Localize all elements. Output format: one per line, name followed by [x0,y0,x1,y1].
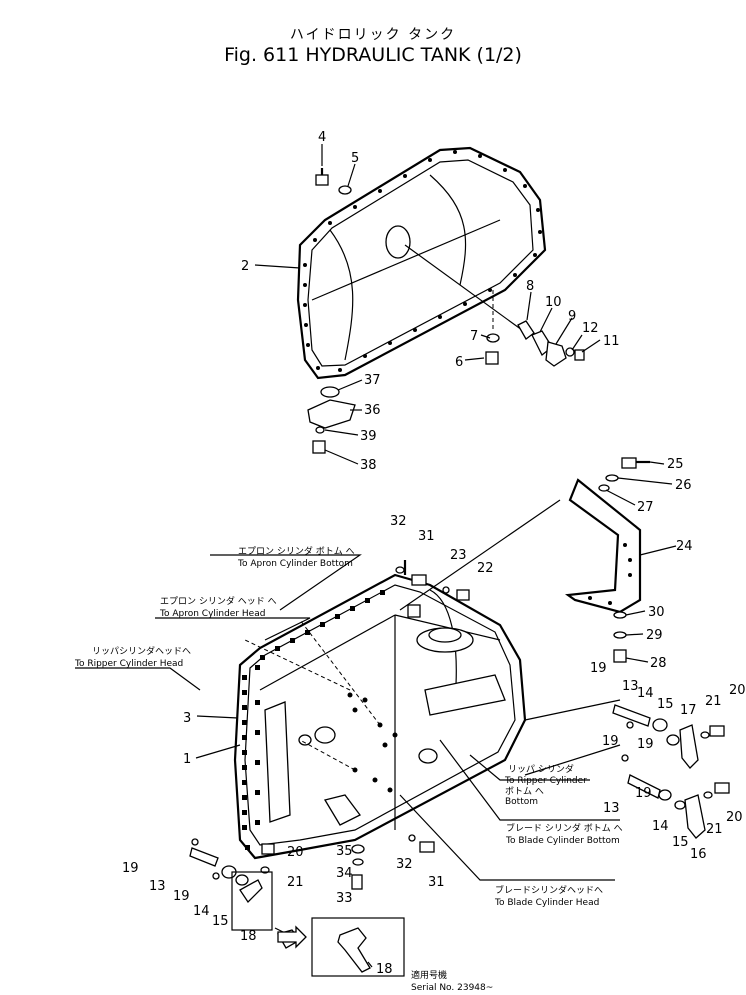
part-label: 13 [622,679,639,694]
part-label: 1 [183,752,191,767]
part-label: 20 [287,845,304,860]
bracket-drawing [399,478,642,614]
part-label: 24 [676,539,693,554]
callout-blade-head-jp: ブレードシリンダヘッドへ [495,884,603,896]
part-label: 15 [212,914,229,929]
part-label: 32 [396,857,413,872]
part-label: 19 [590,661,607,676]
callout-apron-bottom: To Apron Cylinder Bottom [237,559,353,569]
part-label: 3 [183,711,191,726]
part-label: 4 [318,130,326,145]
part-label: 6 [455,355,463,370]
leader-lines [195,144,677,759]
callout-ripper-bottom-jp: リッパ シリンダ [508,763,574,775]
part-label: 21 [705,694,722,709]
tank-body-drawing [233,573,527,860]
callout-blade-head: To Blade Cylinder Head [494,898,599,908]
part-label: 26 [675,478,692,493]
callout-blade-bottom: To Blade Cylinder Bottom [505,836,620,846]
part-label: 14 [637,686,654,701]
part-label: 19 [637,737,654,752]
part-label: 2 [241,259,249,274]
part-label: 38 [360,458,377,473]
part-label: 19 [602,734,619,749]
part-labels: 4 5 2 8 10 9 12 11 7 6 37 36 39 38 25 26… [122,130,746,977]
part-label: 21 [706,822,723,837]
part-label: 19 [173,889,190,904]
part-label: 7 [470,329,478,344]
part-label: 13 [149,879,166,894]
part-label: 15 [657,697,674,712]
part-label: 36 [364,403,381,418]
callout-ripper-head: To Ripper Cylinder Head [74,659,183,669]
callout-ripper-bottom-jp2: ボトム へ [505,786,544,797]
part-label: 17 [680,703,697,718]
callout-apron-head-jp: エプロン シリンダ ヘッド へ [160,595,277,607]
part-label: 16 [690,847,707,862]
part-label: 28 [650,656,667,671]
part-label: 20 [729,683,746,698]
callout-ripper-bottom-2: Bottom [505,797,538,807]
part-label: 11 [603,334,620,349]
part-label: 14 [193,904,210,919]
serial-label-jp: 適用号機 [411,969,447,981]
part-label: 19 [635,786,652,801]
part-label: 18 [240,929,257,944]
part-label: 37 [364,373,381,388]
bracket-fasteners [598,457,650,663]
part-label: 23 [450,548,467,563]
figure-title-japanese: ハイドロリック タンク [289,27,457,43]
callout-lines [75,554,620,881]
callout-apron-head: To Apron Cylinder Head [159,609,265,619]
part-label: 22 [477,561,494,576]
part-label: 30 [648,605,665,620]
part-label: 9 [568,309,576,324]
callout-ripper-bottom: To Ripper Cylinder [504,776,587,786]
part-label: 35 [336,844,353,859]
part-label: 12 [582,321,599,336]
part-label: 21 [287,875,304,890]
callout-blade-bottom-jp: ブレード シリンダ ボトム へ [506,822,623,834]
part-label: 32 [390,514,407,529]
callout-texts: エプロン シリンダ ボトム へ To Apron Cylinder Bottom… [74,545,623,993]
part-label: 33 [336,891,353,906]
part-label: 29 [646,628,663,643]
part-label: 18 [376,962,393,977]
callout-ripper-head-jp: リッパシリンダヘッドへ [92,645,191,657]
part-label: 31 [418,529,435,544]
part-label: 25 [667,457,684,472]
part-label: 20 [726,810,743,825]
callout-apron-bottom-jp: エプロン シリンダ ボトム へ [238,545,355,557]
part-label: 10 [545,295,562,310]
part-label: 31 [428,875,445,890]
part-label: 19 [122,861,139,876]
part-label: 39 [360,429,377,444]
serial-inset-box [311,917,405,977]
part-label: 8 [526,279,534,294]
part-label: 27 [637,500,654,515]
part-label: 15 [672,835,689,850]
figure-title: Fig. 611 HYDRAULIC TANK (1/2) [224,44,522,66]
arrow-to-inset [277,925,307,949]
right-fittings [524,699,730,839]
part-label: 13 [603,801,620,816]
tank-cover-drawing [296,146,547,380]
part-label: 34 [336,866,353,881]
part-label: 14 [652,819,669,834]
part-label: 5 [351,151,359,166]
serial-number: Serial No. 23948~ [411,983,493,993]
lower-left-fittings [189,560,470,949]
upper-fasteners [307,168,585,454]
